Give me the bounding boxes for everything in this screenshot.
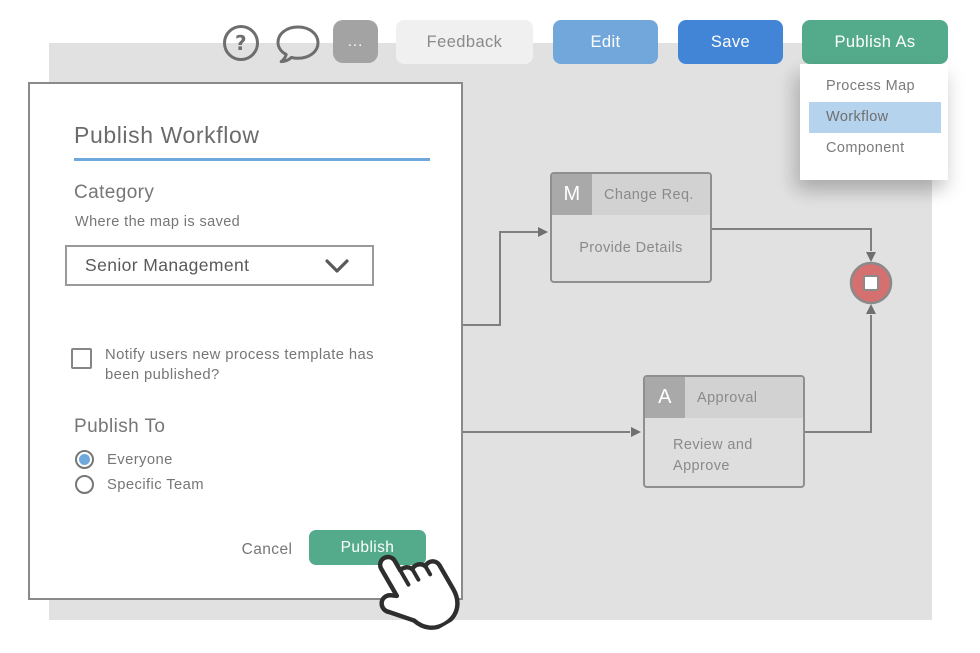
- notify-checkbox[interactable]: [71, 348, 92, 369]
- category-selected-value: Senior Management: [85, 255, 250, 275]
- comment-bubble-icon[interactable]: [274, 23, 322, 65]
- edit-button[interactable]: Edit: [553, 20, 658, 64]
- menu-item-process-map[interactable]: Process Map: [826, 78, 916, 94]
- node-type-badge: M: [552, 174, 592, 215]
- dialog-title: Publish Workflow: [74, 122, 260, 148]
- menu-item-workflow[interactable]: Workflow: [809, 102, 941, 133]
- radio-label: Everyone: [107, 451, 173, 468]
- notify-checkbox-label: Notify users new process template has be…: [105, 347, 374, 383]
- title-underline: [74, 158, 430, 161]
- publish-to-label: Publish To: [74, 416, 166, 437]
- node-body-text: Provide Details: [579, 240, 683, 256]
- menu-item-component[interactable]: Component: [826, 140, 905, 156]
- feedback-button[interactable]: Feedback: [396, 20, 533, 64]
- publish-button[interactable]: Publish: [309, 530, 426, 565]
- radio-button-selected[interactable]: [75, 450, 94, 469]
- more-options-button[interactable]: ...: [333, 20, 378, 63]
- node-title: Approval: [697, 389, 758, 406]
- node-change-request[interactable]: M Change Req. Provide Details: [550, 172, 712, 283]
- node-type-badge: A: [645, 377, 685, 418]
- node-title: Change Req.: [604, 186, 694, 203]
- category-hint: Where the map is saved: [75, 214, 241, 230]
- publish-workflow-dialog: Publish Workflow Category Where the map …: [28, 82, 463, 600]
- node-header: A Approval: [645, 377, 803, 418]
- publish-as-menu: Process Map Workflow Component: [800, 64, 948, 180]
- radio-label: Specific Team: [107, 476, 205, 493]
- radio-dot: [79, 454, 90, 465]
- save-button[interactable]: Save: [678, 20, 783, 64]
- radio-everyone[interactable]: Everyone: [75, 450, 173, 469]
- hand-pointer-cursor-icon: [377, 554, 460, 630]
- radio-specific-team[interactable]: Specific Team: [75, 475, 204, 494]
- publish-as-button[interactable]: Publish As: [802, 20, 948, 64]
- cancel-button[interactable]: Cancel: [241, 541, 293, 558]
- category-label: Category: [74, 182, 155, 203]
- help-icon[interactable]: ?: [223, 25, 259, 61]
- node-body-text: Review and Approve: [673, 437, 753, 474]
- radio-button[interactable]: [75, 475, 94, 494]
- node-header: M Change Req.: [552, 174, 710, 215]
- category-select[interactable]: Senior Management: [65, 245, 374, 286]
- chevron-down-icon: [325, 258, 349, 273]
- node-approval[interactable]: A Approval Review and Approve: [643, 375, 805, 488]
